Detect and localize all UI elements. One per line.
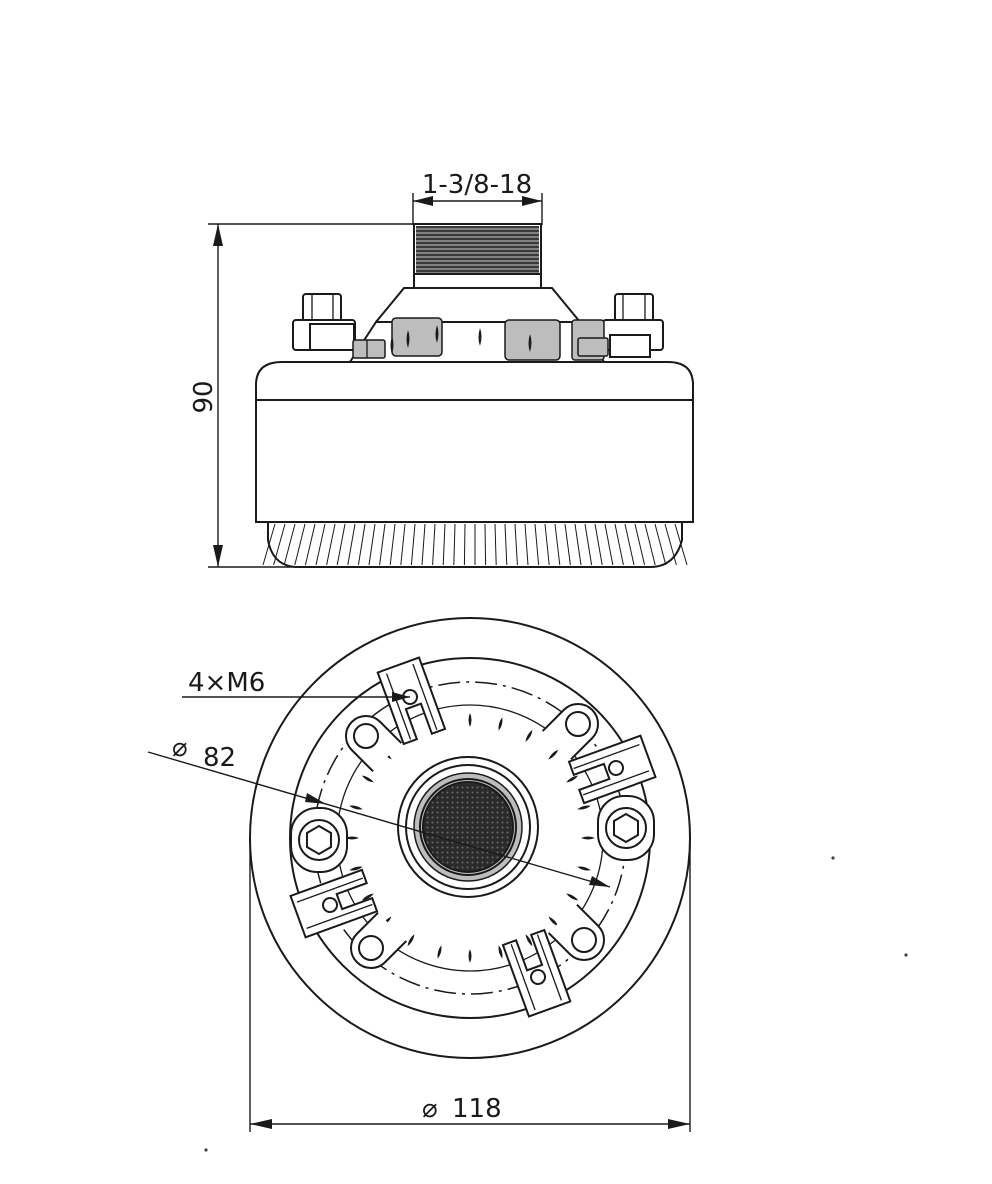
right-hex-nut	[597, 795, 655, 861]
tick-mark	[548, 916, 559, 927]
tick-mark	[566, 775, 579, 783]
bolt-circle-label: 82	[203, 743, 236, 773]
tick-mark	[498, 945, 503, 959]
tick-mark	[525, 934, 533, 947]
motor-body	[255, 361, 694, 523]
tick-mark	[498, 717, 503, 731]
outer-diameter-dimension: ⌀ 118	[249, 838, 691, 1132]
outer-diameter-symbol: ⌀	[422, 1094, 438, 1124]
terminal-lug	[345, 715, 403, 773]
slotted-ear	[501, 928, 572, 1018]
tick-mark	[525, 729, 533, 742]
tick-mark	[361, 893, 374, 901]
height-dimension-label: 90	[189, 380, 219, 413]
tick-mark	[581, 836, 595, 840]
tick-mark	[577, 805, 591, 810]
terminal-lug	[547, 903, 605, 961]
speck	[204, 1148, 208, 1152]
bolt-circle-symbol: ⌀	[172, 733, 188, 763]
tick-mark	[345, 836, 359, 840]
mounting-hole	[530, 969, 546, 985]
top-view: 4×M6 ⌀ 82 ⌀ 118	[147, 617, 691, 1132]
thread-dimension-label: 1-3/8-18	[422, 170, 532, 200]
mounting-hole	[322, 897, 338, 913]
mounting-hole-label: 4×M6	[188, 668, 265, 698]
terminal-lugs	[345, 703, 605, 969]
throat-opening	[397, 756, 539, 898]
tick-mark	[468, 949, 472, 963]
bolt-circle-dimension: ⌀ 82	[147, 733, 611, 888]
left-terminal	[292, 293, 386, 359]
mounting-hole-callout: 4×M6	[182, 668, 410, 702]
speck	[831, 856, 835, 860]
tick-mark	[349, 805, 363, 810]
cap-slot	[435, 325, 439, 343]
tick-mark	[407, 934, 415, 947]
tick-mark	[361, 775, 374, 783]
slotted-ear	[376, 656, 447, 746]
cap-slot	[406, 330, 410, 348]
height-dimension: 90	[189, 223, 420, 568]
outer-diameter-label: 118	[452, 1094, 502, 1124]
tick-mark	[468, 713, 472, 727]
tick-mark	[566, 893, 579, 901]
cooling-fins	[262, 521, 688, 568]
terminal-lug	[541, 703, 599, 761]
slotted-ears	[289, 656, 657, 1018]
tick-mark	[548, 749, 559, 760]
tick-mark	[577, 866, 591, 871]
throat-thread	[413, 223, 542, 289]
cap-slot	[390, 336, 394, 354]
right-terminal	[571, 293, 664, 361]
terminal-lug	[350, 911, 408, 969]
tick-mark	[437, 945, 442, 959]
mounting-hole	[608, 760, 624, 776]
speck	[904, 953, 908, 957]
cap-slot	[528, 334, 532, 352]
tick-mark	[349, 866, 363, 871]
slotted-ear	[567, 734, 657, 805]
side-view: 1-3/8-18 90	[189, 170, 694, 568]
cap-slot	[478, 328, 482, 346]
thread-dimension: 1-3/8-18	[412, 170, 543, 225]
slotted-ear	[289, 868, 379, 939]
top-cap	[348, 287, 606, 363]
left-hex-nut	[290, 807, 348, 873]
